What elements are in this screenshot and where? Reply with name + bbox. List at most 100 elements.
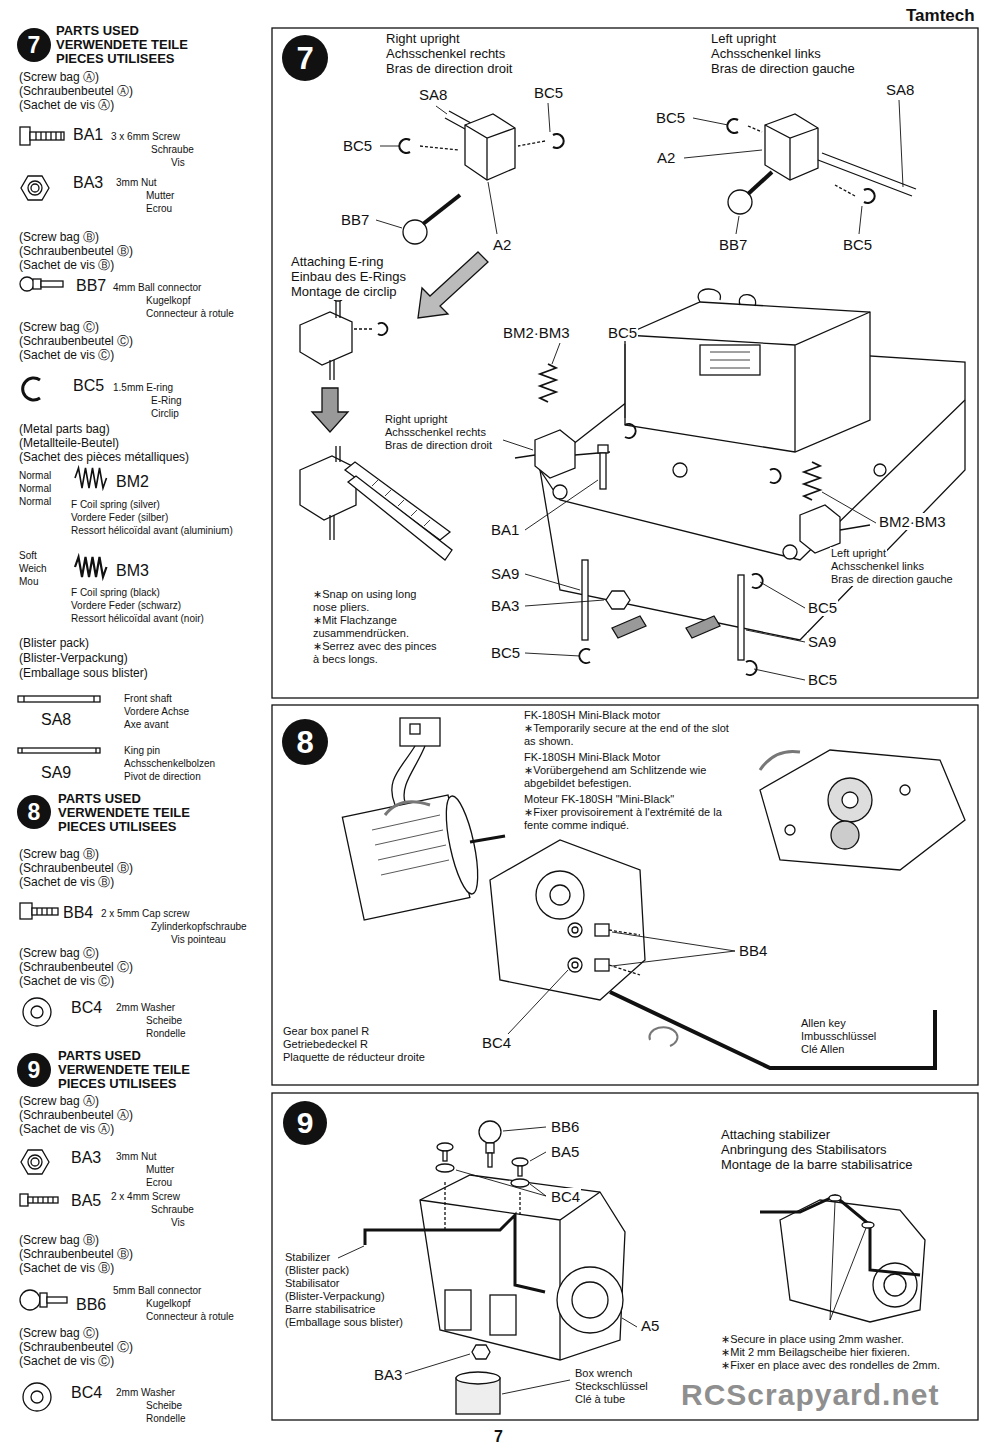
e-ring-drawing xyxy=(352,328,372,329)
leader-line xyxy=(508,970,568,1034)
motor-drawing xyxy=(595,924,609,936)
part-description: Right upright xyxy=(384,413,448,426)
motor-drawing xyxy=(572,927,578,933)
part-icon xyxy=(31,184,39,192)
part-description: Vis xyxy=(170,157,186,169)
motor-drawing xyxy=(760,750,965,870)
chassis-drawing xyxy=(673,463,687,477)
part-description: Connecteur à rotule xyxy=(145,1311,235,1323)
part-description: (Blister-Verpackung) xyxy=(284,1290,386,1303)
view-title: Montage de la barre stabilisatrice xyxy=(720,1158,914,1173)
chassis-drawing xyxy=(598,445,608,453)
part-description: Schraube xyxy=(150,144,195,156)
panel-frame xyxy=(272,705,978,1085)
step-heading: PARTS USED xyxy=(55,24,140,39)
view-title: Attaching stabilizer xyxy=(720,1128,831,1143)
bag-label: (Screw bag Ⓐ) xyxy=(18,71,100,85)
part-description: 1.5mm E-ring xyxy=(112,382,174,394)
gearbox-drawing xyxy=(488,1153,492,1167)
view-title: Anbringung des Stabilisators xyxy=(720,1143,888,1158)
e-ring-drawing xyxy=(330,360,334,380)
step-number: 9 xyxy=(28,1059,41,1082)
part-icon xyxy=(20,1290,40,1310)
part-description: 3mm Nut xyxy=(115,1151,158,1163)
bag-label: (Emballage sous blister) xyxy=(18,667,149,681)
motor-drawing xyxy=(831,821,859,849)
part-code: SA8 xyxy=(418,86,448,103)
leader-line xyxy=(552,343,560,364)
bag-label: (Schraubenbeutel Ⓐ) xyxy=(18,85,134,99)
part-description: Normal xyxy=(18,496,52,508)
step-heading: PIECES UTILISEES xyxy=(57,1077,177,1092)
step-number-circle: 9 xyxy=(17,1053,51,1087)
upright-drawing xyxy=(420,126,855,196)
leader-line xyxy=(548,103,550,132)
gearbox-drawing xyxy=(862,1222,874,1228)
leader-line xyxy=(822,492,876,523)
gearbox-drawing xyxy=(512,1158,528,1166)
part-icon xyxy=(20,277,34,291)
step-number: 8 xyxy=(296,727,313,758)
panel-frame xyxy=(272,28,978,1420)
part-icon xyxy=(21,176,49,200)
bag-label: (Blister pack) xyxy=(18,637,90,651)
part-description: Vordere Feder (silber) xyxy=(70,512,169,524)
part-icon xyxy=(37,908,52,915)
part-code: A2 xyxy=(492,236,512,253)
note: ∗Snap on using long nose pliers. xyxy=(312,588,444,613)
gearbox-drawing xyxy=(445,1180,520,1230)
chassis-drawing xyxy=(770,469,781,483)
upright-drawing xyxy=(727,119,738,133)
bag-label: (Schraubenbeutel Ⓑ) xyxy=(18,862,134,876)
part-code: SA8 xyxy=(40,711,72,729)
view-title: Bras de direction droit xyxy=(385,62,513,77)
part-code: BA3 xyxy=(373,1366,403,1383)
chassis-drawing xyxy=(582,560,588,640)
bag-label: (Schraubenbeutel Ⓒ) xyxy=(18,961,134,975)
part-description: Scheibe xyxy=(145,1015,183,1027)
step-number-circle: 8 xyxy=(17,795,51,829)
part-description: Getriebedeckel R xyxy=(282,1038,369,1051)
part-icon xyxy=(28,181,42,195)
part-code: BC5 xyxy=(342,137,373,154)
leader-line xyxy=(503,440,533,450)
part-description: 2 x 5mm Cap screw xyxy=(100,908,190,920)
part-code: BC5 xyxy=(807,671,838,688)
leader-line xyxy=(684,150,762,158)
panel-frame xyxy=(272,28,978,698)
step-number-circle: 8 xyxy=(282,719,328,765)
part-icon xyxy=(21,1150,49,1174)
leader-line xyxy=(376,220,402,228)
part-icon xyxy=(20,903,32,919)
part-icon xyxy=(18,696,100,702)
leader-line xyxy=(530,1184,546,1196)
part-description: (Blister pack) xyxy=(284,1264,350,1277)
leader-line xyxy=(612,951,735,966)
part-description: Circlip xyxy=(150,408,180,420)
part-description: Schraube xyxy=(150,1204,195,1216)
bag-label: (Screw bag Ⓐ) xyxy=(18,1095,100,1109)
leader-line xyxy=(436,106,447,114)
part-code: BA5 xyxy=(70,1192,102,1210)
note: ∗Fixer provisoirement à l'extrémité de l… xyxy=(523,806,740,831)
part-description: Rondelle xyxy=(145,1413,186,1425)
e-ring-drawing xyxy=(312,388,348,432)
bag-label: (Sachet de vis Ⓑ) xyxy=(18,1262,115,1276)
gearbox-drawing xyxy=(511,1179,529,1187)
chassis-drawing xyxy=(698,289,755,306)
step-number-circle: 7 xyxy=(17,28,51,62)
bag-label: (Sachet de vis Ⓐ) xyxy=(18,1123,115,1137)
note: ∗Fixer en place avec des rondelles de 2m… xyxy=(720,1359,941,1372)
e-ring-drawing xyxy=(336,300,340,318)
note: ∗Vorübergehend am Schlitzende wie abgebi… xyxy=(523,764,740,789)
part-code: BC5 xyxy=(807,599,838,616)
part-description: FK-180SH Mini-Black Motor xyxy=(523,751,661,764)
upright-drawing xyxy=(423,195,460,224)
gearbox-drawing xyxy=(884,1274,906,1296)
upright-drawing xyxy=(465,125,515,180)
motor-drawing xyxy=(568,923,582,937)
gearbox-drawing xyxy=(456,1372,500,1384)
part-description: Soft xyxy=(18,550,38,562)
part-description: Scheibe xyxy=(145,1400,183,1412)
bag-label: (Sachet de vis Ⓐ) xyxy=(18,99,115,113)
